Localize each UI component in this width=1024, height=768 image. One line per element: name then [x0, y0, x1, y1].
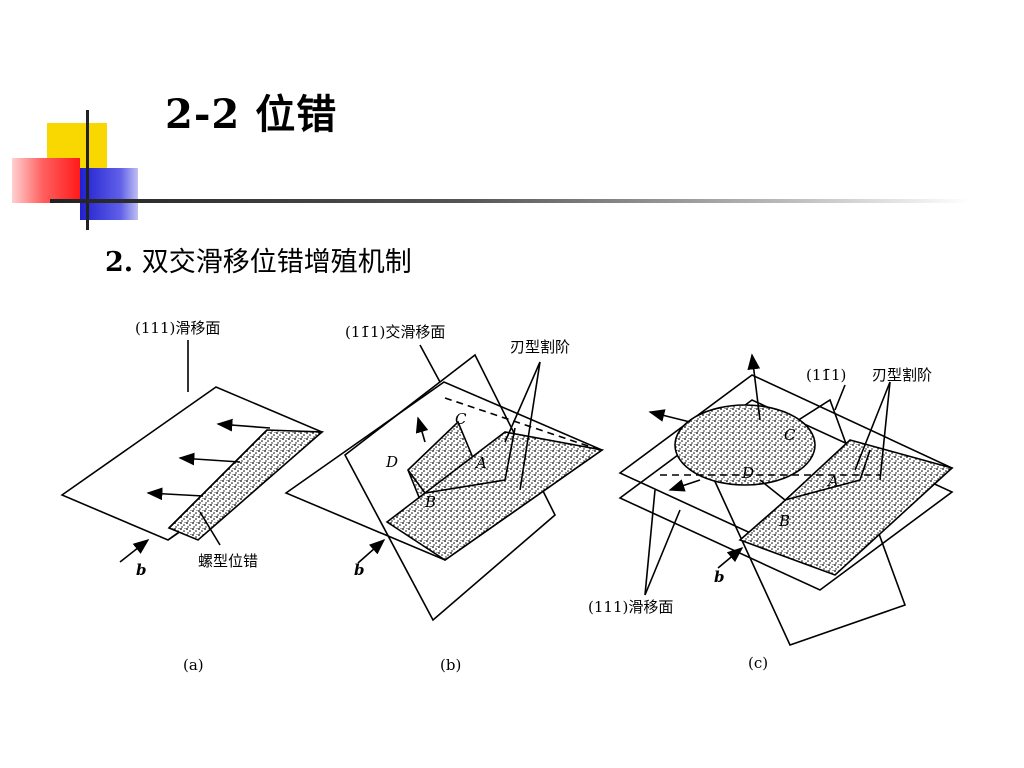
caption-b: (b) — [440, 656, 461, 674]
plane-label-b: (11̄1)交滑移面 — [345, 323, 445, 341]
disloc-leader-a — [199, 511, 221, 546]
jog-leader-c2 — [879, 381, 891, 481]
deco-blue-square — [80, 168, 138, 220]
point-b-c: B — [778, 512, 790, 530]
burgers-arrow-a — [119, 539, 150, 563]
panel-c — [618, 353, 954, 646]
motion-arrow-a3 — [146, 487, 204, 501]
motion-arrow-c2 — [648, 409, 691, 423]
motion-arrow-a1 — [216, 418, 271, 432]
section-subtitle: 2. 双交滑移位错增殖机制 — [105, 240, 412, 279]
jog-label-c: 刃型割阶 — [872, 366, 932, 384]
deco-horizontal-line — [50, 199, 970, 203]
panel-a — [60, 340, 325, 563]
point-c-b: C — [455, 410, 467, 428]
screw-line-a — [168, 429, 268, 529]
caption-a: (a) — [183, 656, 204, 674]
burgers-arrow-c — [717, 546, 744, 569]
burgers-label-c: b — [714, 568, 725, 586]
jog-line-b — [407, 427, 516, 494]
jog-leader-c1 — [854, 381, 891, 471]
point-d-b: D — [385, 453, 398, 471]
slip-label-c: (111)滑移面 — [588, 598, 673, 616]
point-b-b: B — [424, 493, 436, 511]
hidden-edge-b — [444, 397, 601, 451]
subtitle-text: 双交滑移位错增殖机制 — [133, 247, 412, 278]
jog-label-b: 刃型割阶 — [510, 338, 570, 356]
burgers-label-a: b — [136, 561, 147, 579]
motion-arrow-c3 — [668, 479, 701, 492]
deco-vertical-line — [86, 110, 89, 230]
plane-label-c: (11̄1) — [806, 366, 846, 384]
motion-arrow-a2 — [178, 452, 241, 466]
point-a-b: A — [474, 454, 487, 472]
point-a-c: A — [826, 472, 839, 490]
dotted-loop-c — [674, 404, 816, 486]
slip-leader-c2 — [644, 509, 681, 596]
page-title: 2-2 位错 — [165, 91, 338, 138]
motion-arrow-b — [415, 416, 429, 443]
caption-c: (c) — [748, 654, 768, 672]
subtitle-number: 2. — [105, 247, 134, 278]
motion-arrow-c1 — [747, 353, 761, 421]
burgers-label-b: b — [354, 561, 365, 579]
dislocation-label-a: 螺型位错 — [198, 552, 258, 570]
jog-leader-b1 — [504, 361, 541, 443]
burgers-arrow-b — [357, 538, 386, 564]
point-c-c: C — [784, 426, 796, 444]
cross-slip-plane-b — [343, 353, 556, 622]
plane-leader-b — [419, 344, 441, 383]
point-d-c: D — [741, 464, 754, 482]
jog-leader-b2 — [519, 361, 541, 491]
dotted-slip-region-b — [385, 431, 605, 561]
deco-red-bar — [12, 158, 80, 203]
plane-leader-c — [834, 384, 846, 411]
dotted-region-c — [738, 439, 954, 576]
jog-line-c — [759, 449, 871, 501]
panel-b — [284, 344, 605, 622]
slip-leader-c1 — [644, 489, 656, 596]
plane-label-a: (111)滑移面 — [135, 319, 220, 337]
